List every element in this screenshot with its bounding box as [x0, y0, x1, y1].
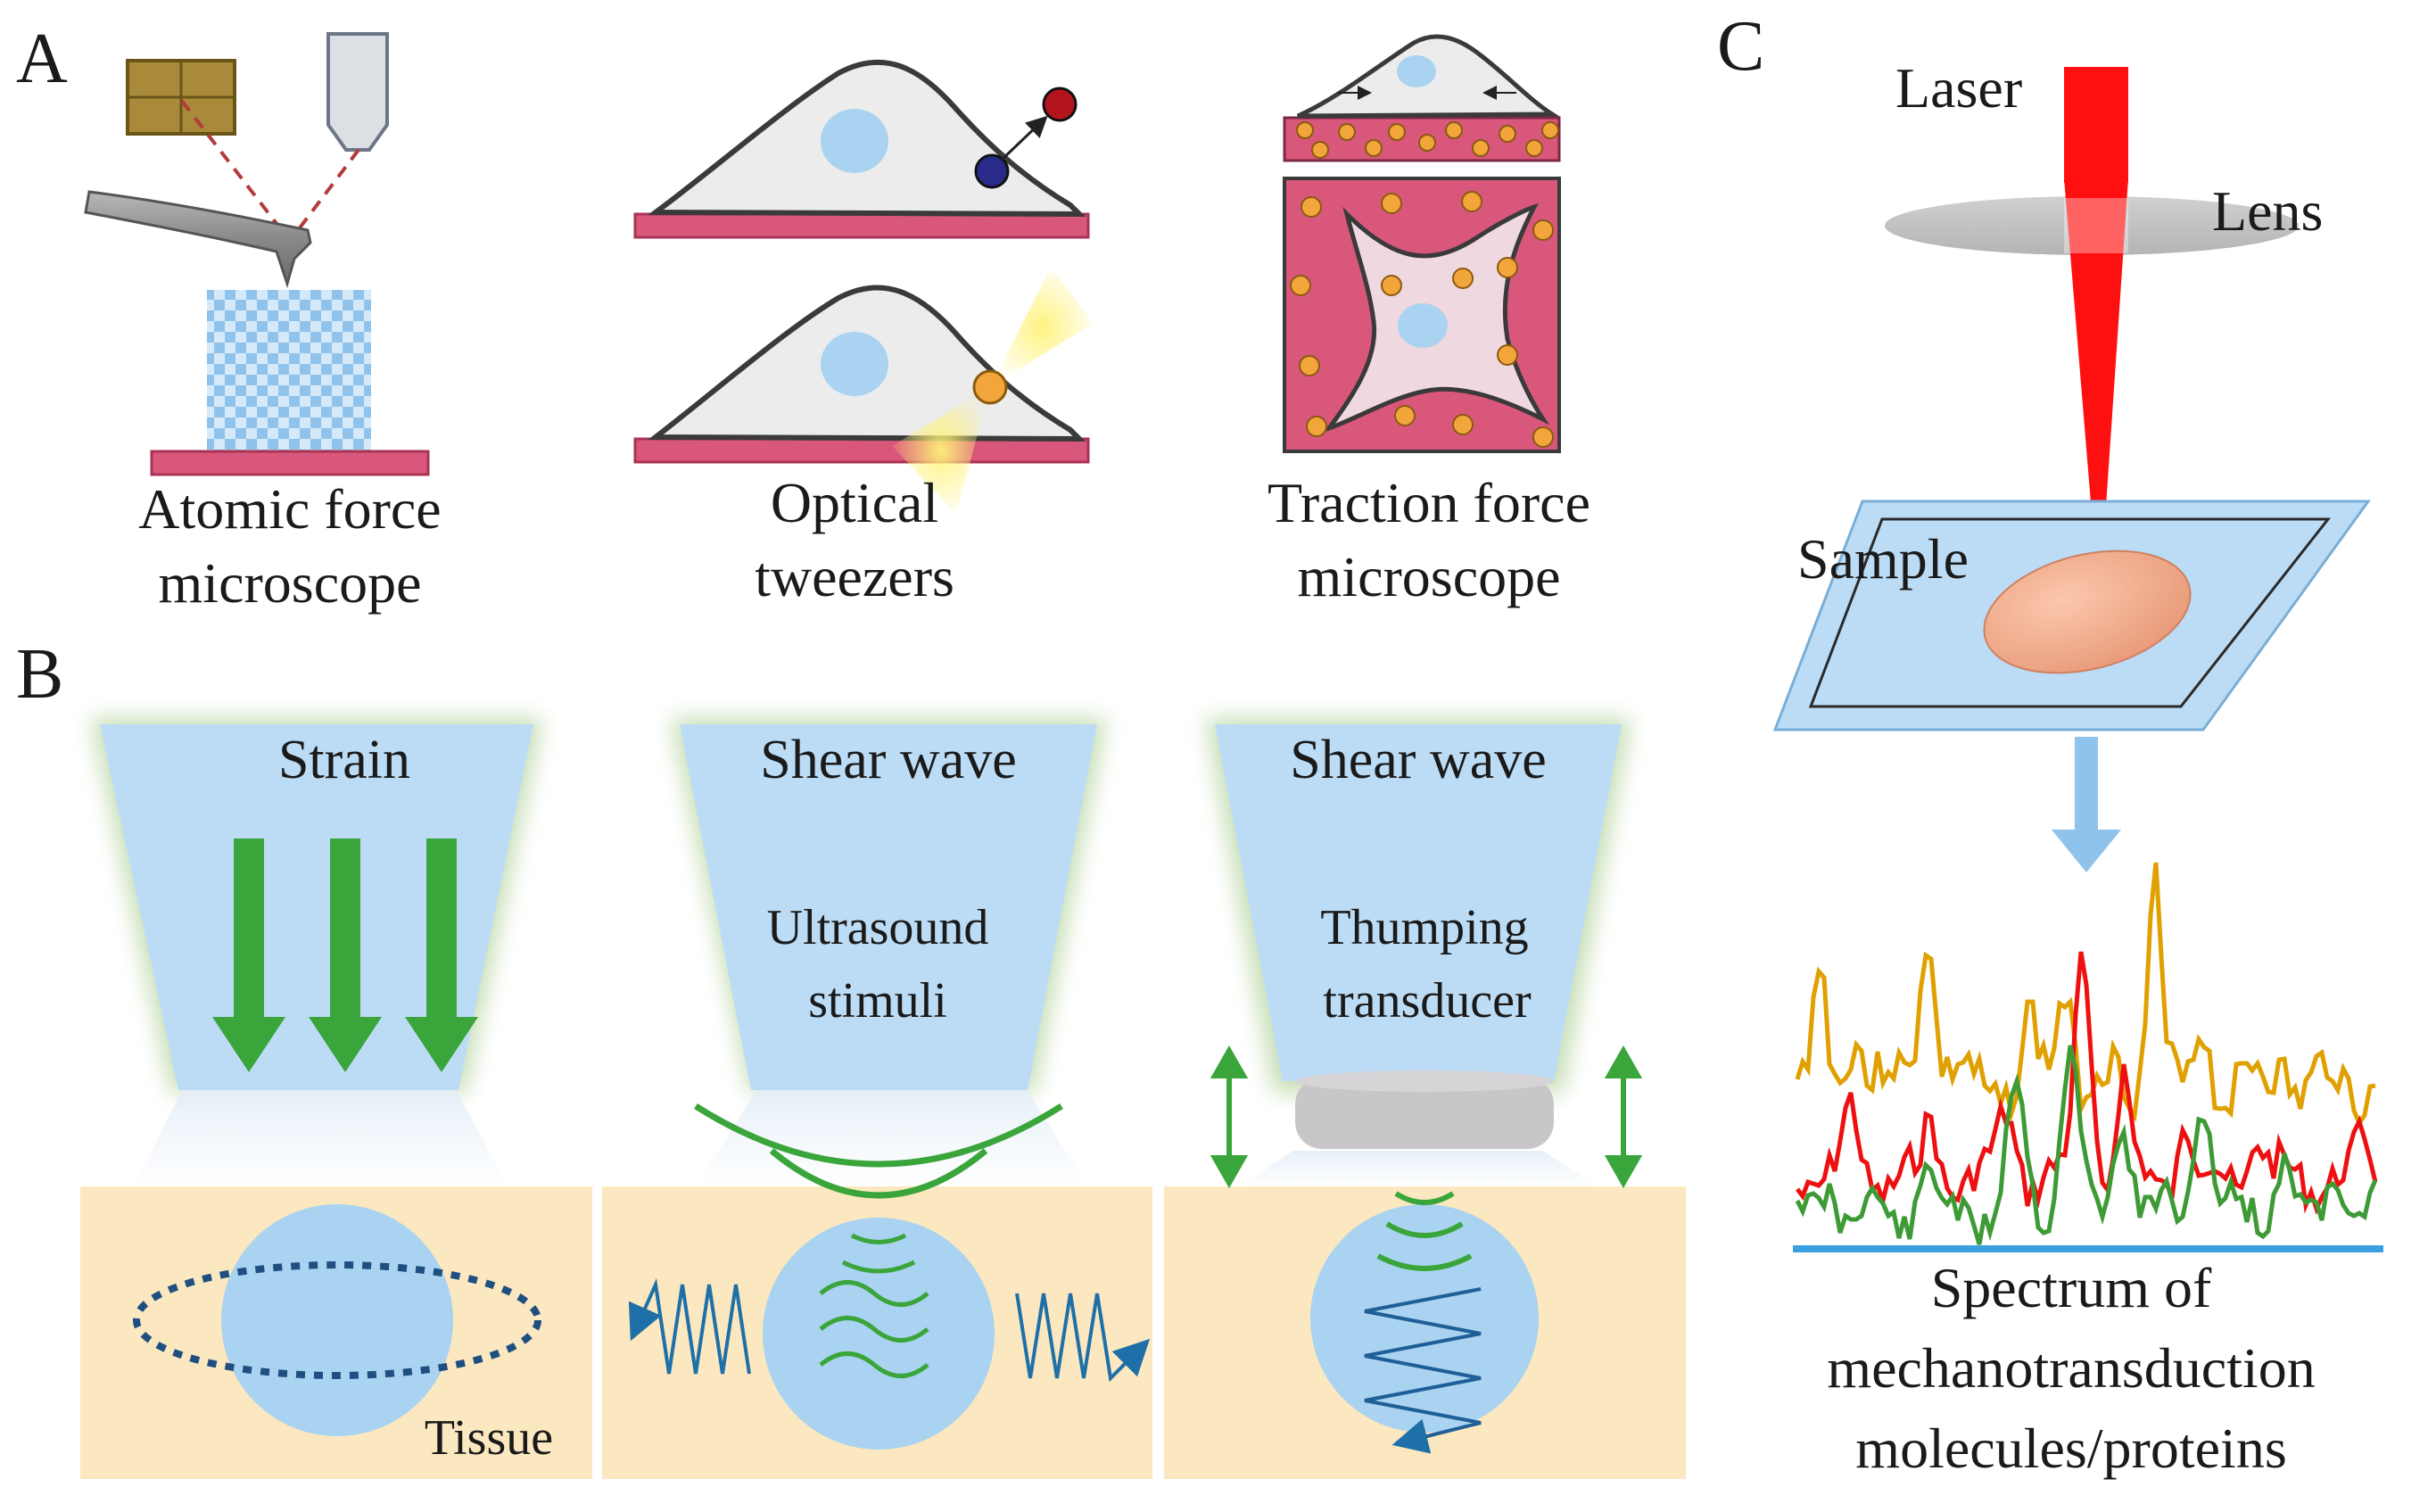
laser-beam-source [2064, 67, 2128, 183]
ot-caption-line2: tweezers [755, 545, 954, 608]
tfm-caption-line2: microscope [1298, 545, 1561, 608]
afm-laser-source [326, 32, 389, 152]
ot-light-cone-lower [892, 387, 990, 514]
thumping-inclusion [1310, 1204, 1539, 1433]
ot-caption-line1: Optical [771, 471, 938, 534]
ultrasound-sub-line2: stimuli [808, 973, 947, 1029]
afm-cantilever [84, 190, 312, 289]
thumping-transducer-disc [1295, 1078, 1554, 1149]
thumping-probe [1215, 724, 1622, 1149]
tfm-caption-line1: Traction force [1268, 471, 1590, 534]
tissue-label: Tissue [425, 1410, 553, 1466]
spectrum-red-trace [1796, 951, 2378, 1215]
ultrasound-wavefront-inner [769, 1148, 988, 1199]
tfm-illustration [1283, 34, 1561, 453]
ultrasound-probe [680, 724, 1097, 1199]
down-arrow [2052, 737, 2121, 872]
thumping-sub-line1: Thumping [1320, 900, 1528, 955]
optical-tweezers-illustration [633, 59, 1094, 514]
panel-c-letter: C [1717, 7, 1764, 86]
ot-substrate-top [633, 212, 1090, 239]
spectrum-caption-line2: mechanotransduction [1827, 1336, 2315, 1400]
sample-label: Sample [1797, 527, 1969, 591]
spectrum-caption-line1: Spectrum of [1931, 1256, 2212, 1319]
strain-label: Strain [278, 730, 410, 790]
strain-probe [100, 724, 533, 1090]
afm-caption-line1: Atomic force [138, 477, 441, 541]
thumping-cone [1215, 724, 1622, 1081]
strain-inclusion [221, 1204, 453, 1436]
spectrum-caption-line3: molecules/proteins [1855, 1417, 2286, 1480]
ot-free-bead [1042, 87, 1078, 122]
shear-wave-left [628, 1277, 751, 1375]
ot-nucleus-top [821, 109, 888, 173]
panel-a-letter: A [16, 20, 68, 98]
ultrasound-cone [680, 724, 1097, 1090]
afm-illustration [84, 32, 430, 476]
thumping-shear-wave [1364, 1287, 1482, 1454]
strain-deformation-outline [133, 1261, 541, 1379]
thumping-wavefronts [1376, 1191, 1473, 1271]
strain-arrows [212, 839, 478, 1072]
spectrum-orange-trace [1795, 862, 2376, 1128]
sample-slide-inner [1808, 517, 2332, 708]
ultrasound-sub-line1: Ultrasound [767, 900, 989, 955]
tfm-beads-top [1290, 191, 1554, 448]
laser-label: Laser [1895, 56, 2022, 120]
thumping-shear-label: Shear wave [1290, 730, 1546, 790]
ot-light-cone-upper [990, 268, 1094, 387]
thumping-sub-line2: transducer [1323, 973, 1532, 1029]
ot-bead-bottom [972, 369, 1008, 405]
spectrum-plot [1793, 862, 2383, 1252]
ot-substrate-bottom [633, 437, 1090, 464]
shear-wave-right [1015, 1293, 1151, 1383]
panel-b-letter: B [16, 635, 63, 714]
raman-setup [1772, 67, 2371, 872]
ot-bead-top [974, 153, 1010, 189]
ultrasound-inner-waves [819, 1233, 929, 1378]
ot-nucleus-bottom [821, 332, 888, 396]
sample [1983, 549, 2192, 674]
ultrasound-wavefront-outer [694, 1103, 1063, 1168]
afm-sample [207, 290, 371, 453]
thumping-vibration-arrows [1210, 1045, 1643, 1189]
tfm-beads-side [1296, 121, 1559, 159]
afm-substrate [150, 450, 430, 476]
laser-beam [2064, 178, 2128, 546]
lens-label: Lens [2212, 179, 2323, 243]
spectrum-green-trace [1795, 1045, 2378, 1245]
ultrasound-shear-label: Shear wave [760, 730, 1016, 790]
strain-cone [100, 724, 533, 1090]
afm-caption-line2: microscope [159, 551, 422, 615]
